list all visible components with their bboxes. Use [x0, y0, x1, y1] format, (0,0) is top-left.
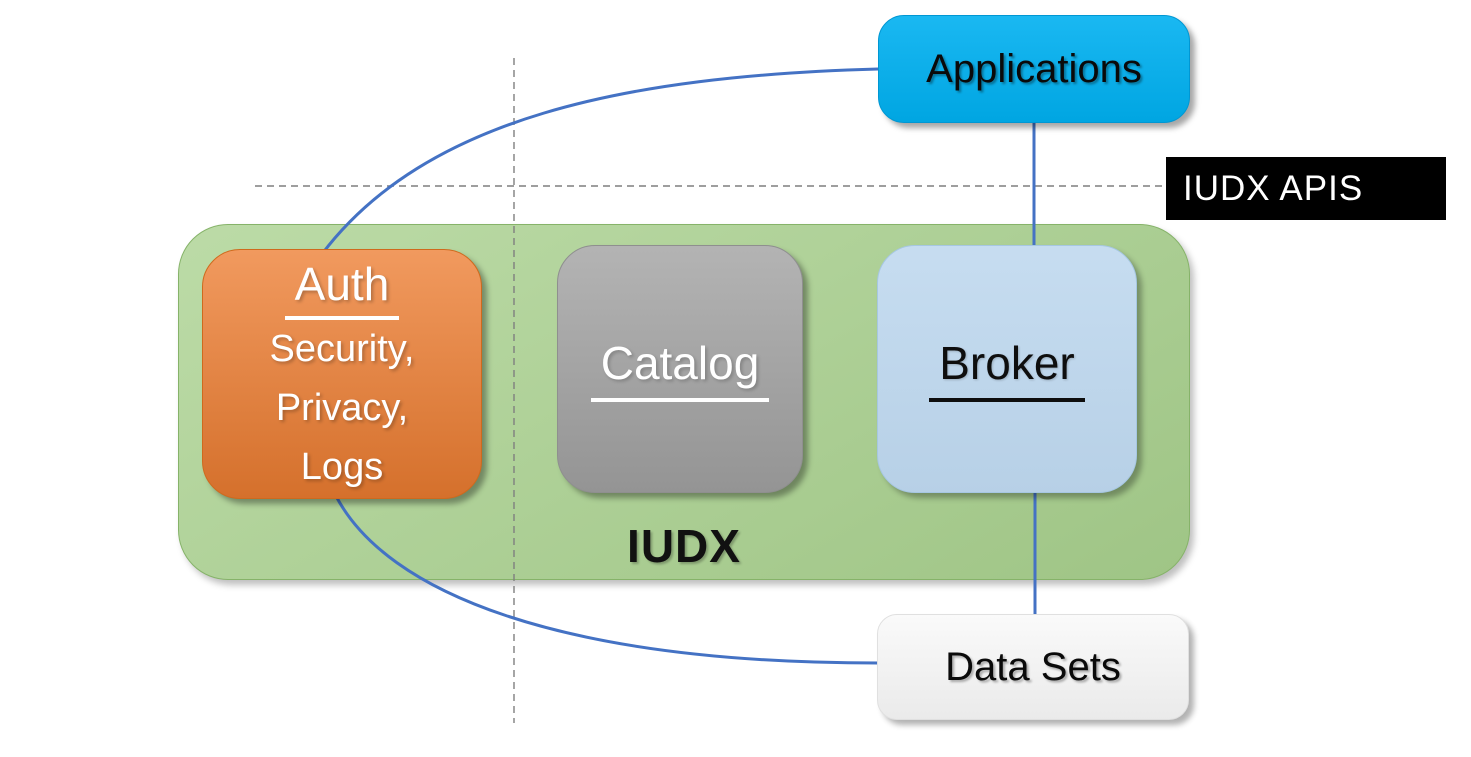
- catalog-node: Catalog: [557, 245, 803, 493]
- catalog-title: Catalog: [590, 336, 770, 402]
- applications-label: Applications: [926, 46, 1142, 91]
- auth-node: Auth Security, Privacy, Logs: [202, 249, 482, 499]
- data-sets-node: Data Sets: [877, 614, 1189, 720]
- auth-title: Auth: [284, 258, 400, 320]
- auth-subtitle-line-1: Security,: [269, 328, 415, 370]
- iudx-container-label: IUDX: [627, 520, 741, 572]
- auth-subtitle-line-2: Privacy,: [275, 387, 409, 429]
- broker-node: Broker: [877, 245, 1137, 493]
- iudx-apis-label: IUDX APIS: [1183, 168, 1364, 208]
- applications-node: Applications: [878, 15, 1190, 123]
- data-sets-label: Data Sets: [945, 644, 1121, 689]
- iudx-apis-tag: IUDX APIS: [1166, 157, 1446, 220]
- auth-subtitle-line-3: Logs: [300, 446, 384, 488]
- broker-title: Broker: [929, 336, 1085, 402]
